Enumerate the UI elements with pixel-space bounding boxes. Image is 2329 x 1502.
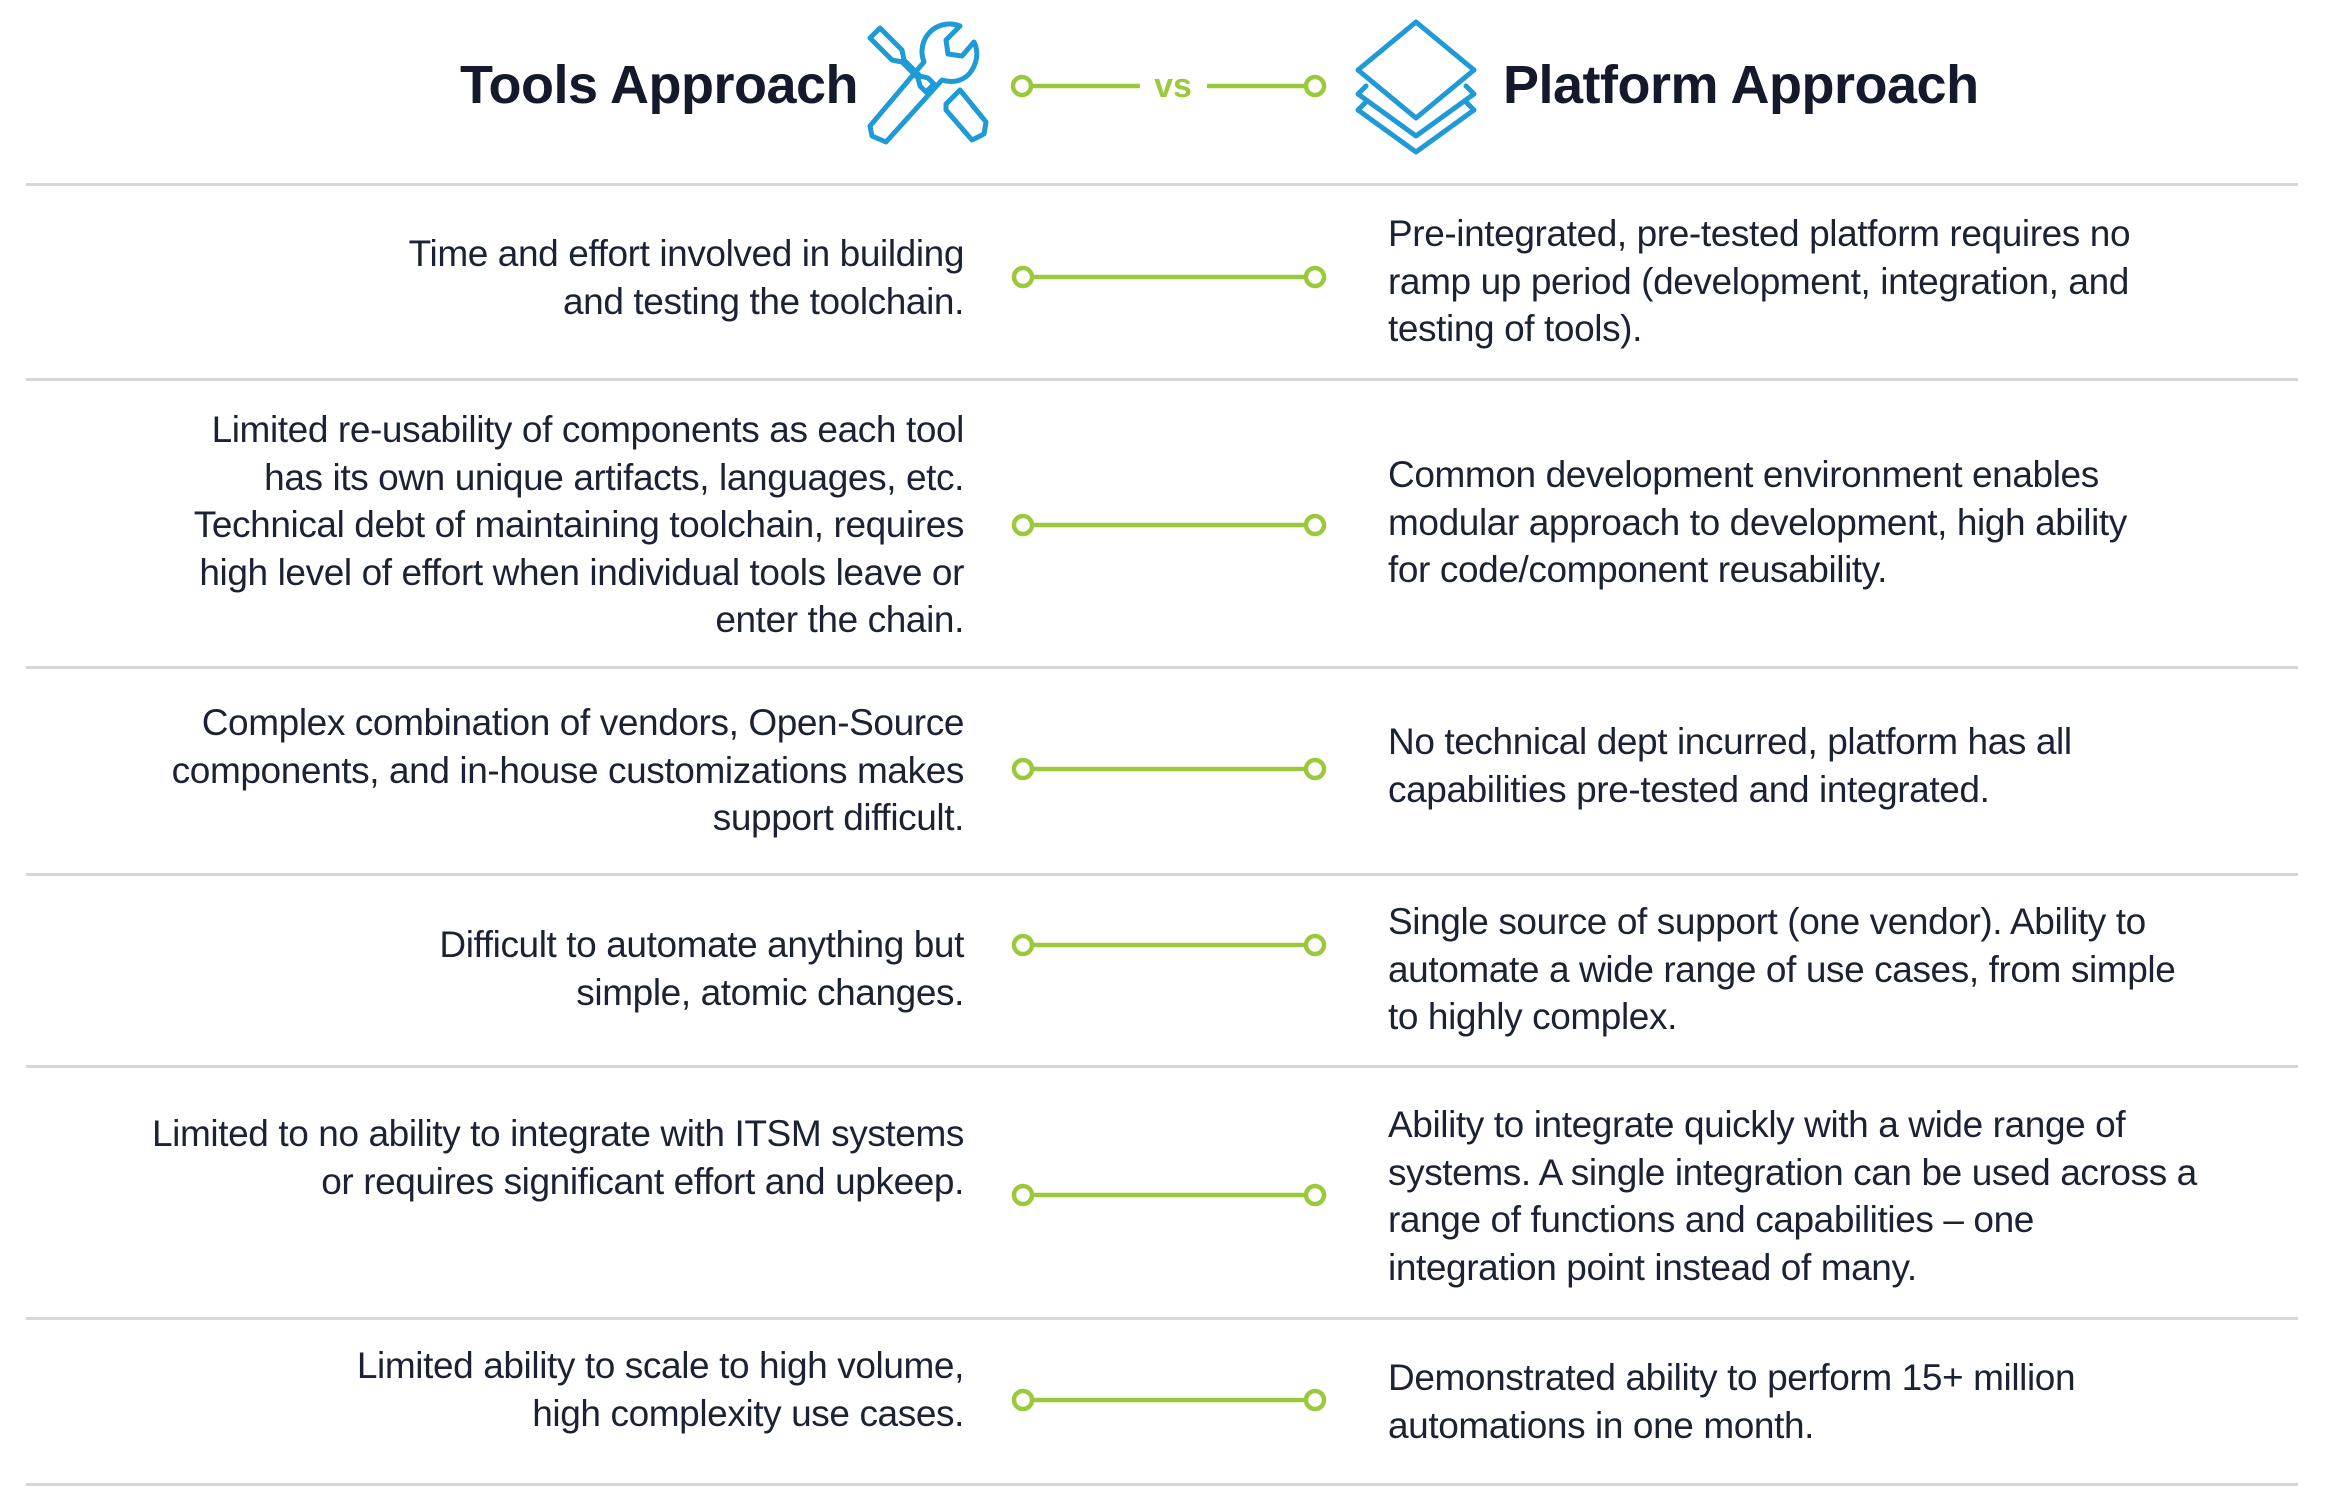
text-line: systems. A single integration can be use… <box>1388 1151 2197 1193</box>
platform-row-2-text: Common development environment enables m… <box>1388 451 2288 594</box>
row-divider <box>26 666 2298 669</box>
vs-connector-left <box>1010 74 1140 98</box>
text-line: capabilities pre-tested and integrated. <box>1388 768 1990 810</box>
text-line: Time and effort involved in building <box>408 233 965 274</box>
tools-row-3-text: Complex combination of vendors, Open-Sou… <box>64 699 965 842</box>
text-line: Limited ability to scale to high volume, <box>356 1345 965 1386</box>
text-line: integration point instead of many. <box>1388 1246 1917 1288</box>
text-line: or requires significant effort and upkee… <box>321 1160 964 1202</box>
tools-row-5-text: Limited to no ability to integrate with … <box>64 1110 964 1205</box>
platform-row-3-text: No technical dept incurred, platform has… <box>1388 718 2288 813</box>
text-line: Difficult to automate anything but <box>439 924 964 965</box>
text-line: automate a wide range of use cases, from… <box>1388 948 2176 990</box>
platform-row-4-text: Single source of support (one vendor). A… <box>1388 898 2288 1041</box>
row-divider <box>26 873 2298 876</box>
text-line: modular approach to development, high ab… <box>1388 501 2127 543</box>
text-line: for code/component reusability. <box>1388 549 1888 591</box>
platform-row-5-text: Ability to integrate quickly with a wide… <box>1388 1101 2288 1291</box>
text-line: Complex combination of vendors, Open-Sou… <box>201 702 965 743</box>
text-line: Limited re-usability of components as ea… <box>211 409 965 450</box>
text-line: Single source of support (one vendor). A… <box>1388 901 2146 942</box>
text-line: Demonstrated ability to perform 15+ mill… <box>1388 1357 2076 1398</box>
text-line: Technical debt of maintaining toolchain,… <box>193 504 965 546</box>
text-line: Limited to no ability to integrate with … <box>151 1113 964 1154</box>
text-line: has its own unique artifacts, languages,… <box>264 456 964 498</box>
layers-stack-icon <box>1355 19 1477 155</box>
tools-wrench-screwdriver-icon <box>867 21 989 145</box>
tools-row-2-text: Limited re-usability of components as ea… <box>64 406 965 644</box>
text-line: Pre-integrated, pre-tested platform requ… <box>1388 213 2131 254</box>
comparison-connector <box>1011 933 1327 957</box>
text-line: Ability to integrate quickly with a wide… <box>1388 1104 2126 1145</box>
comparison-connector <box>1011 1183 1327 1207</box>
text-line: testing of tools). <box>1388 308 1642 350</box>
tools-row-1-text: Time and effort involved in building and… <box>64 230 965 325</box>
platform-approach-title: Platform Approach <box>1503 55 1979 115</box>
comparison-connector <box>1011 265 1327 289</box>
text-line: to highly complex. <box>1388 996 1677 1038</box>
row-divider <box>26 1065 2298 1068</box>
row-divider <box>26 1483 2298 1486</box>
text-line: simple, atomic changes. <box>576 971 964 1013</box>
platform-row-6-text: Demonstrated ability to perform 15+ mill… <box>1388 1354 2288 1449</box>
text-line: ramp up period (development, integration… <box>1388 260 2129 302</box>
vs-label: vs <box>1154 67 1192 105</box>
text-line: automations in one month. <box>1388 1404 1815 1446</box>
text-line: components, and in-house customizations … <box>171 749 965 791</box>
comparison-connector <box>1011 513 1327 537</box>
text-line: range of functions and capabilities – on… <box>1388 1199 2034 1241</box>
text-line: and testing the toolchain. <box>562 280 964 322</box>
comparison-connector <box>1011 757 1327 781</box>
text-line: enter the chain. <box>715 599 964 641</box>
row-divider <box>26 1317 2298 1320</box>
tools-row-6-text: Limited ability to scale to high volume,… <box>64 1342 965 1437</box>
text-line: support difficult. <box>712 797 965 839</box>
vs-connector-right <box>1207 74 1327 98</box>
comparison-connector <box>1011 1388 1327 1412</box>
tools-row-4-text: Difficult to automate anything but simpl… <box>64 921 964 1016</box>
text-line: high complexity use cases. <box>532 1392 964 1434</box>
text-line: No technical dept incurred, platform has… <box>1388 721 2072 762</box>
text-line: Common development environment enables <box>1388 454 2099 495</box>
row-divider <box>26 378 2298 381</box>
row-divider <box>26 183 2298 186</box>
tools-approach-title: Tools Approach <box>460 55 859 115</box>
platform-row-1-text: Pre-integrated, pre-tested platform requ… <box>1388 210 2288 353</box>
text-line: high level of effort when individual too… <box>199 551 964 593</box>
